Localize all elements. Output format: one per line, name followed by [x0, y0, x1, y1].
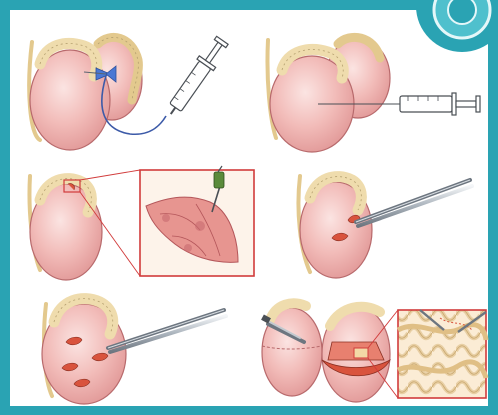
panel-core-biopsy	[29, 166, 254, 280]
testis-front	[30, 43, 110, 150]
exposed-tubules-marker	[354, 348, 368, 358]
microdissection-inset	[398, 310, 486, 398]
testis	[300, 177, 372, 278]
testis-front	[270, 49, 354, 152]
magnified-inset	[140, 166, 254, 276]
testis-bivalved	[322, 306, 390, 402]
testis	[30, 179, 102, 280]
panel-open-microdissection	[261, 303, 486, 402]
